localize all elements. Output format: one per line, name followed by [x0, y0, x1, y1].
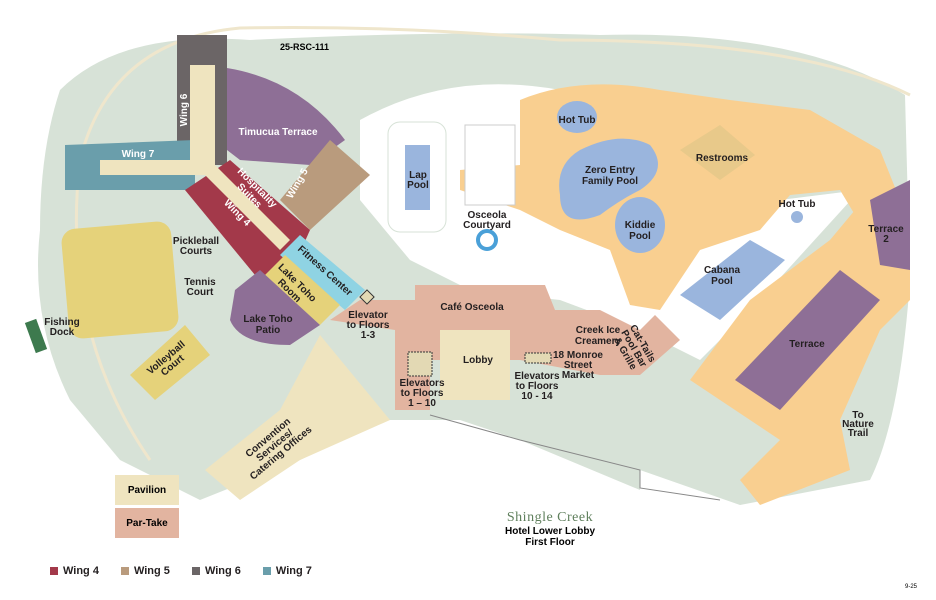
fitness-center — [280, 235, 365, 310]
property-line — [429, 414, 721, 501]
label-cafe-osceola[interactable]: Café Osceola — [440, 302, 504, 313]
shingle-creek-logo: Shingle Creek — [506, 510, 594, 525]
fishing-dock — [24, 318, 48, 354]
wing-5-building — [280, 140, 370, 230]
terrace-building — [735, 270, 880, 410]
key-par-take: Par-Take — [115, 508, 179, 538]
label-terrace: Terrace — [789, 339, 825, 350]
elevators-1-10 — [407, 351, 433, 377]
lake-toho-room — [265, 255, 340, 325]
courtyard-structure — [464, 124, 516, 206]
legend-label: Wing 6 — [204, 565, 241, 577]
legend-label: Wing 7 — [275, 565, 312, 577]
label-wing-6: Wing 6 — [179, 93, 190, 126]
label-restrooms: Restrooms — [696, 153, 749, 164]
legend-wing-5: Wing 5 — [120, 565, 170, 577]
pool-deck — [460, 84, 900, 310]
lake-toho-patio — [230, 270, 320, 345]
pickleball-courts — [61, 221, 179, 339]
label-wing-7: Wing 7 — [122, 149, 155, 160]
legend-wing-4: Wing 4 — [50, 565, 99, 577]
volleyball-court — [130, 325, 210, 400]
label-lobby[interactable]: Lobby — [463, 355, 493, 366]
label-hot-tub-2: Hot Tub — [778, 199, 815, 210]
hot-tub-2 — [789, 209, 805, 225]
legend-wing-7: Wing 7 — [262, 565, 312, 577]
legend-label: Wing 4 — [63, 565, 99, 577]
convention-building — [205, 335, 390, 500]
courtyard-fountain — [476, 229, 498, 251]
wing-corridor — [100, 65, 290, 250]
version-code: 9-25 — [905, 584, 918, 590]
zero-entry-pool — [559, 138, 658, 220]
hot-tub-1 — [557, 101, 597, 133]
terrace-2-building — [870, 180, 910, 270]
brand-block: Shingle Creek Hotel Lower Lobby First Fl… — [495, 510, 605, 548]
label-timucua-terrace[interactable]: Timucua Terrace — [238, 127, 318, 138]
elevator-1-3 — [359, 289, 375, 305]
swatch-icon — [262, 567, 271, 575]
label-hot-tub-1: Hot Tub — [558, 115, 595, 126]
swatch-icon — [50, 567, 58, 575]
legend-wing-6: Wing 6 — [191, 565, 241, 577]
lap-pool — [405, 145, 430, 210]
map-code: 25-RSC-111 — [280, 42, 330, 52]
map-title-line2: First Floor — [525, 537, 575, 548]
cabana-pool — [680, 240, 785, 320]
swatch-icon — [120, 567, 129, 575]
key-pavilion: Pavilion — [115, 475, 179, 505]
restrooms-area — [680, 125, 755, 180]
map-title-line1: Hotel Lower Lobby — [505, 526, 595, 537]
lobby-area — [440, 330, 510, 400]
timucua-terrace — [227, 68, 345, 165]
swatch-icon — [191, 567, 200, 575]
elevators-10-14 — [524, 352, 552, 364]
legend-label: Wing 5 — [133, 565, 170, 577]
wing-legend: Wing 4 Wing 5 Wing 6 Wing 7 — [50, 565, 312, 577]
kiddie-pool — [615, 197, 665, 253]
